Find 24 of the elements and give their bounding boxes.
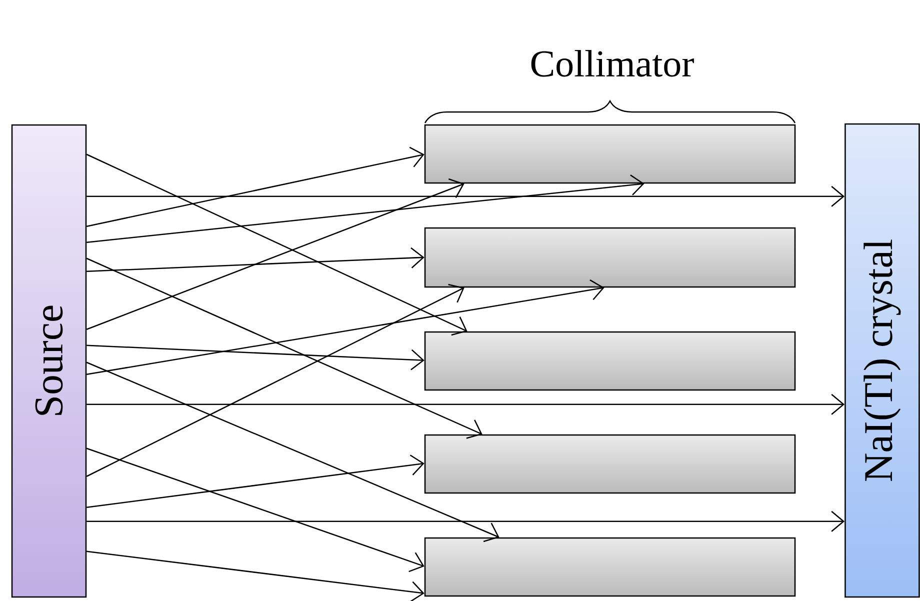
arrow <box>86 178 464 330</box>
arrow <box>86 174 644 243</box>
arrow <box>86 394 845 415</box>
collimator-plate <box>424 227 796 288</box>
arrow <box>86 146 424 227</box>
arrow <box>86 258 482 439</box>
crystal-bar: NaI(Tl) crystal <box>844 123 920 598</box>
collimator-plate <box>424 331 796 391</box>
arrow <box>86 362 500 542</box>
source-bar: Source <box>11 124 87 598</box>
collimator-plate <box>424 537 796 597</box>
collimator-plate <box>424 434 796 494</box>
arrow <box>86 550 424 601</box>
arrow <box>86 186 845 207</box>
arrow <box>86 247 424 272</box>
arrow <box>86 448 424 572</box>
heading: Collimator <box>531 50 694 77</box>
arrow <box>86 344 424 370</box>
arrow <box>86 510 845 532</box>
arrow <box>86 154 468 336</box>
collimator-plate <box>424 124 796 184</box>
arrow <box>86 454 424 508</box>
arrow <box>86 284 464 477</box>
arrow <box>86 279 604 375</box>
